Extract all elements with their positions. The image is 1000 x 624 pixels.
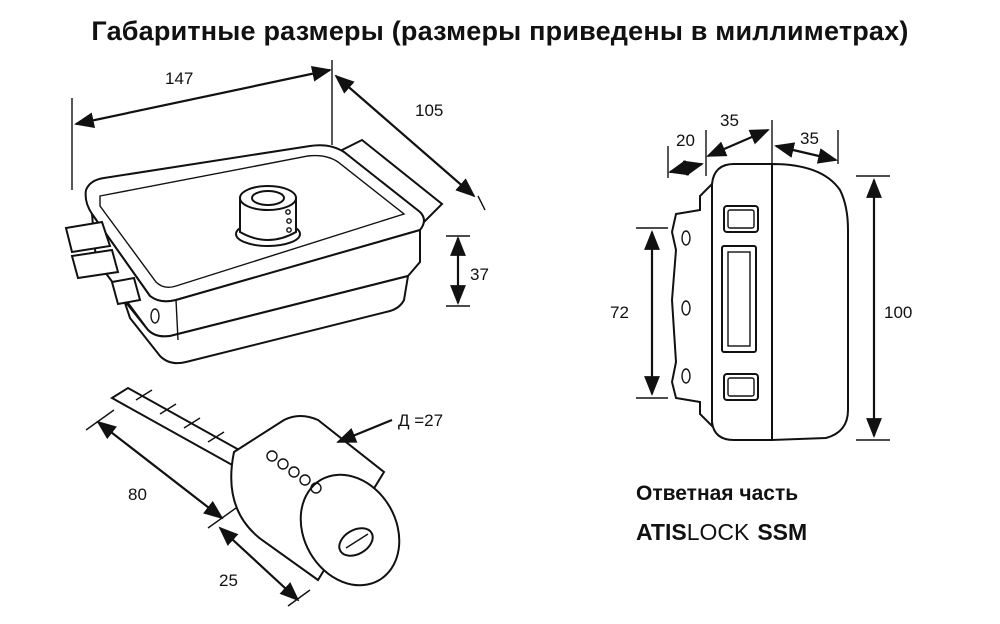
cylinder-tail bbox=[110, 386, 252, 468]
brand-part-atis: ATIS bbox=[636, 519, 687, 545]
strike-side bbox=[771, 162, 849, 442]
ext-line-right bbox=[477, 195, 486, 211]
lock-body-drawing bbox=[64, 60, 486, 365]
strike-screw-2 bbox=[681, 300, 691, 316]
cylinder-pin-2 bbox=[277, 458, 289, 470]
brand-part-ssm: SSM bbox=[757, 519, 807, 545]
strike-slot bbox=[721, 245, 757, 353]
dim-label-35-top: 35 bbox=[720, 111, 739, 130]
dim-label-25: 25 bbox=[219, 571, 238, 590]
lock-top-inner-outline bbox=[99, 154, 406, 289]
tail-seg-2 bbox=[159, 403, 177, 415]
ext-line-25-end bbox=[287, 589, 311, 607]
strike-plate-drawing bbox=[636, 120, 890, 442]
tail-seg-1 bbox=[135, 389, 153, 401]
dim-line-105 bbox=[334, 74, 476, 198]
dim-line-20 bbox=[668, 159, 704, 177]
cylinder-pin-4 bbox=[299, 474, 311, 486]
lock-edge-line bbox=[175, 299, 179, 341]
lock-lower-tray bbox=[123, 274, 410, 365]
dim-line-35-side bbox=[774, 142, 838, 164]
knob-pin-1 bbox=[285, 209, 291, 215]
brand-part-lock: LOCK bbox=[687, 519, 750, 545]
strike-screw-1 bbox=[681, 230, 691, 246]
cylinder-pin-5 bbox=[310, 482, 322, 494]
strike-flange bbox=[670, 181, 713, 429]
latch-bolt-upper bbox=[64, 220, 112, 254]
dim-label-diameter: Д =27 bbox=[398, 411, 443, 430]
dim-line-35-top bbox=[706, 128, 770, 158]
dim-label-37: 37 bbox=[470, 265, 489, 284]
dim-label-20: 20 bbox=[676, 131, 695, 150]
diameter-leader bbox=[336, 418, 393, 444]
cylinder-key-slot bbox=[345, 533, 369, 549]
dim-label-72: 72 bbox=[610, 303, 629, 322]
dim-label-35-side: 35 bbox=[800, 129, 819, 148]
page-title: Габаритные размеры (размеры приведены в … bbox=[91, 16, 909, 46]
dim-label-147: 147 bbox=[165, 69, 193, 88]
knob-keyhole-ring bbox=[251, 190, 285, 206]
ext-line-80-end bbox=[207, 507, 237, 529]
dim-label-105: 105 bbox=[415, 101, 443, 120]
strike-screw-3 bbox=[681, 368, 691, 384]
cylinder-pin-3 bbox=[288, 466, 300, 478]
lock-screw-hole bbox=[150, 308, 160, 324]
brand-name: ATISLOCK SSM bbox=[636, 519, 807, 545]
strike-window-top-inner bbox=[727, 209, 755, 229]
latch-bolt-lower bbox=[110, 276, 142, 306]
strike-slot-inner bbox=[727, 251, 751, 347]
dim-line-25 bbox=[218, 526, 300, 602]
cylinder-pin-1 bbox=[266, 450, 278, 462]
knob-pin-3 bbox=[286, 227, 292, 233]
strike-caption: Ответная часть bbox=[636, 482, 798, 505]
cylinder-face bbox=[299, 473, 401, 587]
dim-label-80: 80 bbox=[128, 485, 147, 504]
latch-bolt-middle bbox=[70, 248, 120, 280]
dim-line-80 bbox=[96, 420, 224, 520]
strike-window-top bbox=[723, 205, 759, 233]
strike-window-bottom-inner bbox=[727, 377, 755, 397]
strike-window-bottom bbox=[723, 373, 759, 401]
cylinder-drawing bbox=[85, 386, 401, 607]
dim-label-100: 100 bbox=[884, 303, 912, 322]
knob-pin-2 bbox=[286, 218, 292, 224]
dim-line-147 bbox=[74, 65, 332, 129]
ext-line-80-start bbox=[85, 409, 115, 431]
